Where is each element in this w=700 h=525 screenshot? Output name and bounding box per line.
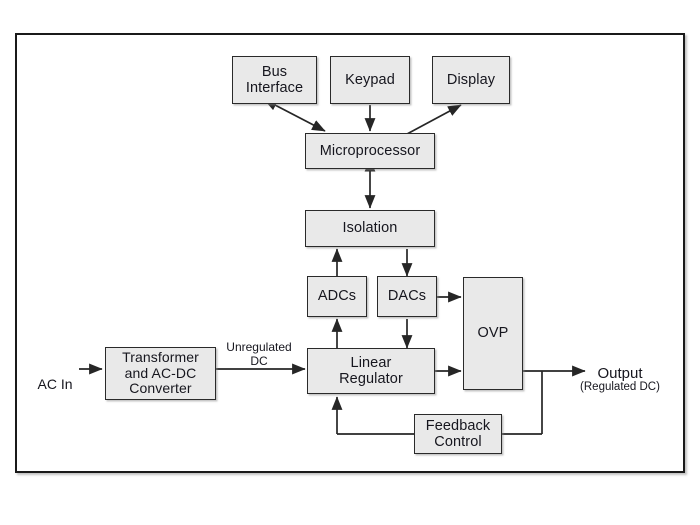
- block-microprocessor[interactable]: Microprocessor: [305, 133, 435, 169]
- block-feedback-control-label: Feedback Control: [425, 417, 491, 450]
- block-linear-regulator-label: Linear Regulator: [339, 354, 403, 387]
- line-bus-interface-microprocessor: [263, 99, 326, 132]
- block-linear-regulator[interactable]: Linear Regulator: [307, 348, 435, 394]
- label-output-regulated-dc: (Regulated DC): [565, 368, 675, 394]
- block-ovp-label: OVP: [477, 325, 509, 342]
- label-output: Output: [570, 348, 670, 383]
- block-bus-interface-label: Bus Interface: [245, 63, 304, 96]
- connector-layer: [79, 99, 586, 435]
- label-ac-in-text: AC In: [37, 376, 73, 393]
- block-transformer-ac-dc-converter[interactable]: Transformer and AC-DC Converter: [105, 347, 216, 400]
- block-isolation-label: Isolation: [342, 220, 398, 237]
- block-feedback-control[interactable]: Feedback Control: [414, 414, 502, 454]
- block-keypad[interactable]: Keypad: [330, 56, 410, 104]
- block-transformer-label: Transformer and AC-DC Converter: [122, 348, 199, 397]
- block-ovp[interactable]: OVP: [463, 277, 523, 390]
- block-bus-interface[interactable]: Bus Interface: [232, 56, 317, 104]
- line-microprocessor-to-display: [406, 104, 462, 135]
- block-display[interactable]: Display: [432, 56, 510, 104]
- block-dacs[interactable]: DACs: [377, 276, 437, 317]
- block-isolation[interactable]: Isolation: [305, 210, 435, 247]
- block-keypad-label: Keypad: [345, 71, 395, 88]
- block-adcs-label: ADCs: [317, 288, 357, 305]
- block-adcs[interactable]: ADCs: [307, 276, 367, 317]
- label-unregulated-dc: Unregulated DC: [213, 327, 305, 368]
- diagram-frame: Bus Interface Keypad Display Microproces…: [15, 33, 685, 473]
- label-unregulated-dc-text: Unregulated DC: [226, 339, 292, 368]
- label-output-regulated-dc-text: (Regulated DC): [580, 381, 660, 394]
- label-ac-in: AC In: [32, 360, 78, 392]
- label-output-text: Output: [597, 365, 643, 383]
- block-dacs-label: DACs: [387, 288, 427, 305]
- block-microprocessor-label: Microprocessor: [319, 142, 421, 159]
- block-display-label: Display: [446, 71, 496, 88]
